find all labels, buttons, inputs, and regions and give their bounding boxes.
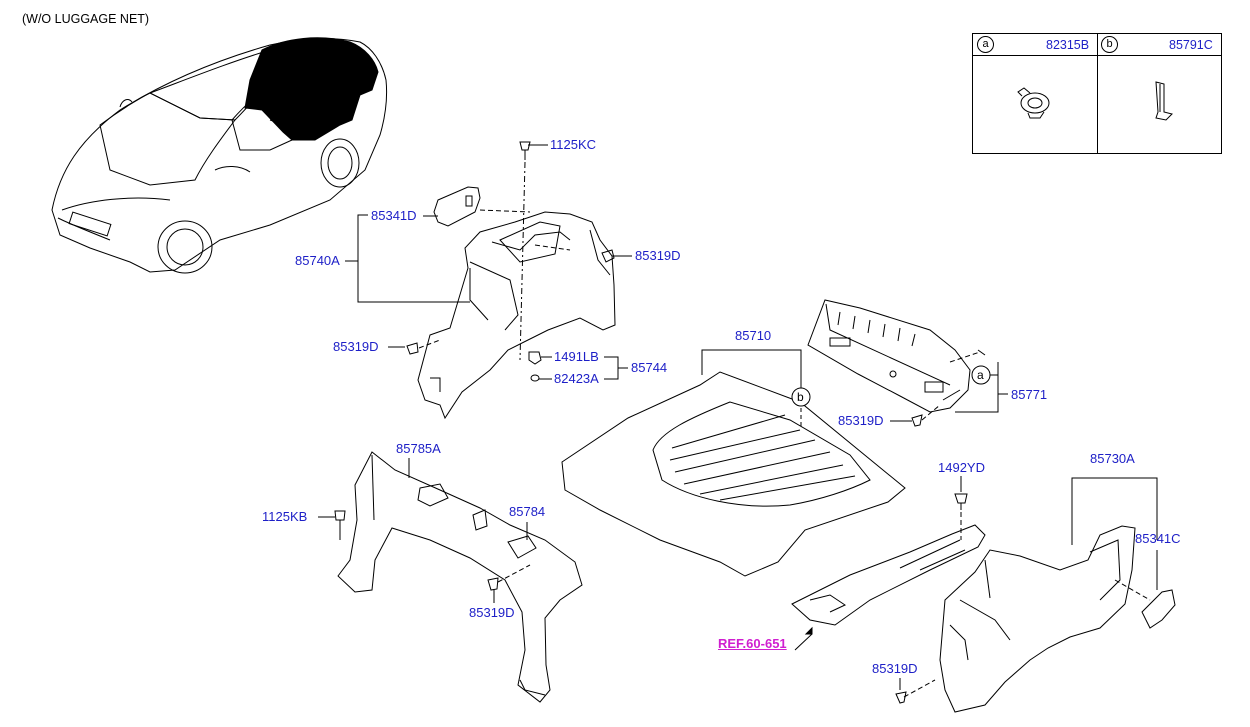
clip-85319d-left [406,342,419,355]
legend-box: a 82315B b 85791C [972,33,1222,154]
callout-85341d[interactable]: 85341D [371,208,417,223]
callout-85319d-left[interactable]: 85319D [333,339,379,354]
legend-a-circle: a [977,36,994,53]
callout-85319d-bottom[interactable]: 85319D [872,661,918,676]
highlighted-trunk-area [244,37,379,141]
callout-85319d-bottomleft[interactable]: 85319D [469,605,515,620]
trunk-side-trim-left-upper [417,211,616,420]
leader-lines [318,144,1158,690]
marker-a-letter: a [977,368,984,382]
clip-85319d-upper [601,249,615,263]
clip-1492yd [954,493,968,510]
ref-link[interactable]: REF.60-651 [718,636,787,651]
legend-b-circle: b [1101,36,1118,53]
clip-85319d-bottomleft [487,577,499,591]
callout-1125kc[interactable]: 1125KC [550,137,597,152]
trunk-sill-trim [807,299,971,413]
callout-1491lb[interactable]: 1491LB [554,349,599,364]
callout-85319d-mid[interactable]: 85319D [838,413,884,428]
callout-1492yd[interactable]: 1492YD [938,460,985,475]
marker-b-letter: b [797,390,804,404]
callout-85740a[interactable]: 85740A [295,253,340,268]
bolt-1125kc [519,141,531,160]
fastener-1491lb [528,351,542,382]
callout-85319d-upper[interactable]: 85319D [635,248,681,263]
trunk-floor-rail [791,524,986,626]
trunk-side-trim-left-lower [337,451,583,703]
clip-82315b-illustration [1017,87,1050,119]
legend-divider-v [1097,34,1098,153]
marker-a-circle [971,365,991,385]
cover-85341c [1141,589,1176,629]
legend-b-part[interactable]: 85791C [1169,38,1213,52]
trunk-side-trim-right [939,525,1136,713]
ref-arrowhead [804,626,813,635]
header-note: (W/O LUGGAGE NET) [22,12,150,26]
clip-85319d-bottom [895,691,907,704]
callout-85744[interactable]: 85744 [631,360,668,375]
trunk-floor-mat [561,371,906,577]
callout-85785a[interactable]: 85785A [396,441,441,456]
cover-85341d [433,186,481,227]
callout-85710[interactable]: 85710 [735,328,772,343]
bolt-1125kb [334,510,346,540]
marker-b-circle [791,387,811,407]
car-illustration [51,37,388,274]
legend-a-part[interactable]: 82315B [1046,38,1090,52]
callout-85730a[interactable]: 85730A [1090,451,1135,466]
callout-85341c[interactable]: 85341C [1135,531,1181,546]
callout-85784[interactable]: 85784 [509,504,546,519]
clip-85319d-mid [911,414,923,427]
callout-1125kb[interactable]: 1125KB [262,509,308,524]
callout-82423a[interactable]: 82423A [554,371,599,386]
callout-85771[interactable]: 85771 [1011,387,1048,402]
clip-85791c-illustration [1155,81,1173,121]
